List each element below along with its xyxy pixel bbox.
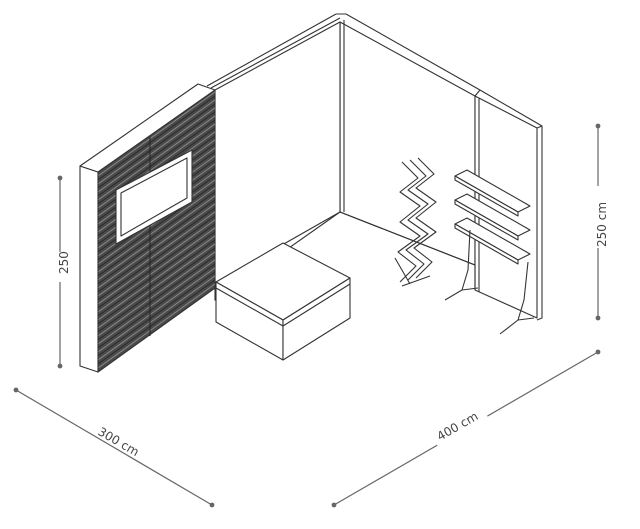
wall-slat <box>97 211 216 297</box>
wall-slat <box>97 99 216 185</box>
wall-slat <box>97 263 216 349</box>
wall-slat <box>97 215 216 301</box>
wall-slat <box>97 111 216 197</box>
wall-slat <box>97 115 216 201</box>
wall-slat <box>97 283 216 369</box>
right-height-label: 250 cm <box>595 202 609 247</box>
wall-slat <box>97 183 216 269</box>
wall-slat <box>97 227 216 313</box>
wall-slat <box>97 199 216 285</box>
wall-slat <box>97 223 216 309</box>
wall-slat <box>97 279 216 365</box>
wall-slat <box>97 275 216 361</box>
wall-slat <box>97 247 216 333</box>
wall-slat <box>97 271 216 357</box>
wall-slat <box>97 191 216 277</box>
dimension-right-height: 250 cm <box>590 123 610 321</box>
wall-slat <box>97 187 216 273</box>
wall-slat <box>97 239 216 325</box>
dimension-width-left: 300 cm <box>13 387 215 508</box>
wall-slat <box>97 251 216 337</box>
back-right-wall <box>336 13 543 321</box>
wall-slat <box>97 103 216 189</box>
wall-slat <box>97 95 216 181</box>
brochure-rack <box>394 157 437 287</box>
left-height-label: 250 <box>57 251 71 274</box>
wall-slat <box>97 219 216 305</box>
back-left-wall <box>206 13 341 301</box>
wall-slat <box>97 267 216 353</box>
floor-lines <box>281 211 476 290</box>
dimension-left-height: 250 <box>54 175 74 369</box>
shelf-unit <box>444 169 535 335</box>
dimension-width-right: 400 cm <box>331 349 601 508</box>
wall-slat <box>97 107 216 193</box>
tv-monitor <box>115 149 193 245</box>
wall-slat <box>97 91 216 177</box>
wall-slat <box>97 243 216 329</box>
wall-slat <box>97 235 216 321</box>
wall-slat <box>97 231 216 317</box>
counter-desk <box>215 242 351 361</box>
wall-slat <box>97 203 216 289</box>
wall-slat <box>97 259 216 345</box>
wall-slat <box>97 255 216 341</box>
wall-slat <box>97 195 216 281</box>
wall-slat <box>97 207 216 293</box>
slatted-side-wall <box>79 83 216 373</box>
